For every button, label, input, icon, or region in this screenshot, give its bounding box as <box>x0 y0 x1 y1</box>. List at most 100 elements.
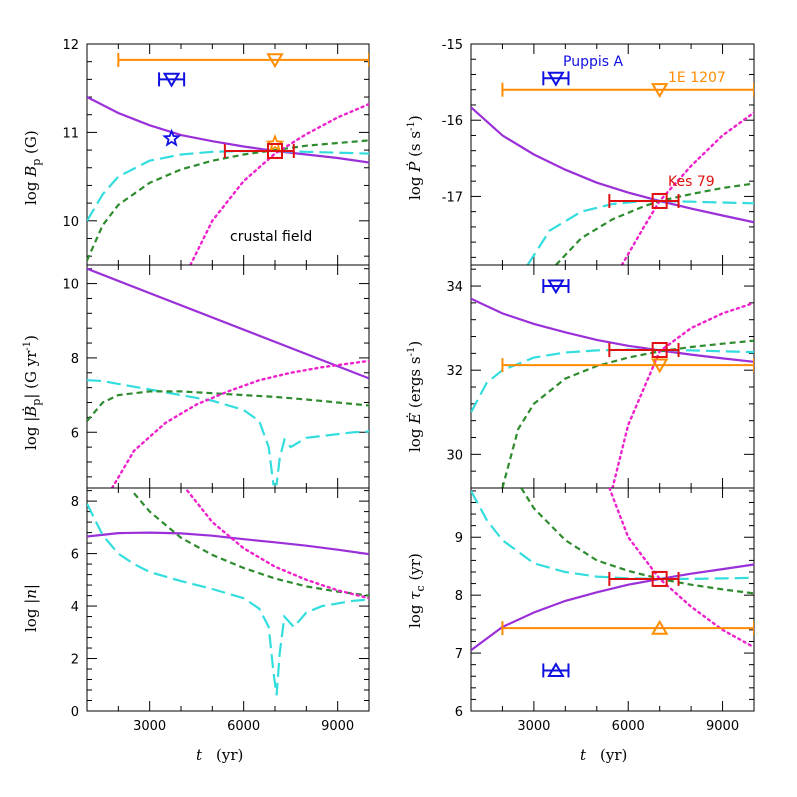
x-tick-label: 6000 <box>227 719 260 734</box>
y-tick-label: 4 <box>71 600 79 615</box>
x-tick-label: 9000 <box>706 719 739 734</box>
ylabel-tauc: log τc (yr) <box>406 553 427 628</box>
y-tick-label: 9 <box>455 531 463 546</box>
marker-triangle-down <box>547 279 565 295</box>
marker-triangle-down <box>650 358 669 374</box>
xlabel-right: t (yr) <box>580 746 627 764</box>
y-tick-label: -16 <box>442 114 463 129</box>
series-solid <box>471 563 754 652</box>
y-tick-label: 30 <box>446 448 463 463</box>
panel-frame <box>470 264 755 489</box>
marker-1e-1207 <box>501 619 754 636</box>
marker-star <box>162 128 182 147</box>
x-tick-label: 3000 <box>133 719 166 734</box>
y-tick-label: -15 <box>442 38 463 53</box>
series-group <box>471 71 754 265</box>
marker-triangle-up <box>547 662 565 678</box>
svg-text:log |Ḃp| (G yr-1): log |Ḃp| (G yr-1) <box>22 335 43 450</box>
series-group <box>87 489 369 696</box>
series-short_dash <box>87 390 369 422</box>
marker-square <box>651 192 668 209</box>
y-tick-label: 10 <box>62 215 79 230</box>
panel-Pdot: -17-16-15 <box>442 38 755 266</box>
series-dotted <box>608 488 754 649</box>
series-solid <box>87 267 369 380</box>
svg-text:t: t <box>580 746 587 764</box>
y-tick-label: 7 <box>455 647 463 662</box>
marker-kes-79 <box>223 142 295 159</box>
svg-text:log τc (yr): log τc (yr) <box>406 553 427 628</box>
marker-square <box>651 570 668 587</box>
ylabel-bp: log Bp (G) <box>22 130 43 205</box>
series-short_dash <box>555 182 754 265</box>
y-tick-label: 12 <box>62 38 79 53</box>
marker-kes-79 <box>608 570 680 587</box>
series-dotted <box>110 359 369 488</box>
series-long_dash <box>471 348 754 413</box>
panel-frame <box>86 487 370 712</box>
panel-frame <box>86 43 370 266</box>
marker-square <box>651 341 668 358</box>
series-group <box>471 279 754 488</box>
series-short_dash <box>520 488 754 595</box>
marker-triangle-down <box>650 83 669 98</box>
series-solid <box>471 297 754 363</box>
marker-square <box>267 142 283 159</box>
marker-puppis-a <box>158 72 186 88</box>
label-puppis-a: Puppis A <box>563 54 623 70</box>
y-tick-label: 6 <box>455 705 463 720</box>
svg-text:t: t <box>196 746 203 764</box>
panel-frame <box>470 487 755 712</box>
marker-1e-1207 <box>501 358 754 374</box>
marker-kes-79 <box>608 341 680 358</box>
svg-text:log Ṗ (s s-1): log Ṗ (s s-1) <box>406 115 424 200</box>
series-group <box>87 267 369 488</box>
marker-triangle-down <box>162 72 181 88</box>
series-solid <box>87 531 369 556</box>
xlabel-left: t (yr) <box>196 746 243 764</box>
ylabel-n: log |n| <box>22 584 40 632</box>
y-tick-label: 8 <box>71 352 79 367</box>
marker-1e-1207 <box>117 52 369 69</box>
y-tick-label: 11 <box>62 126 79 141</box>
y-tick-label: 32 <box>446 364 463 379</box>
marker-1e-1207 <box>501 82 754 98</box>
svg-text:log Ė (ergs s-1): log Ė (ergs s-1) <box>406 341 424 452</box>
svg-text:log |n|: log |n| <box>22 584 40 632</box>
series-long_dash <box>87 379 369 486</box>
y-tick-label: 34 <box>446 280 463 295</box>
ylabel-pdot: log Ṗ (s s-1) <box>406 115 424 200</box>
y-tick-label: 2 <box>71 653 79 668</box>
panel-Bp: 10 11 12 <box>62 38 370 266</box>
series-long_dash <box>87 149 369 222</box>
panel-frame <box>86 264 370 489</box>
series-solid <box>87 96 369 164</box>
y-tick-label: 6 <box>71 426 79 441</box>
panel-Edot: 30 32 34 <box>446 264 755 489</box>
x-tick-label: 9000 <box>321 719 354 734</box>
series-short_dash <box>501 339 754 488</box>
ylabel-edot: log Ė (ergs s-1) <box>406 341 424 452</box>
panel-Bdot: 6 8 10 <box>62 264 370 489</box>
y-tick-label: 0 <box>71 705 79 720</box>
y-tick-label: 8 <box>455 589 463 604</box>
y-tick-label: 10 <box>62 278 79 293</box>
x-tick-label: 6000 <box>612 719 645 734</box>
y-tick-label: 8 <box>71 495 79 510</box>
series-group <box>87 52 369 265</box>
label-1e-1207: 1E 1207 <box>668 70 726 86</box>
series-solid <box>471 106 754 224</box>
svg-text:log Bp (G): log Bp (G) <box>22 130 43 205</box>
marker-triangle-down <box>547 71 565 87</box>
series-dotted <box>189 102 369 265</box>
marker-star <box>265 133 285 153</box>
series-short_dash <box>133 492 369 597</box>
marker-star <box>162 128 182 147</box>
marker-star <box>265 133 285 153</box>
series-long_dash <box>87 503 369 696</box>
series-long_dash <box>471 490 754 580</box>
